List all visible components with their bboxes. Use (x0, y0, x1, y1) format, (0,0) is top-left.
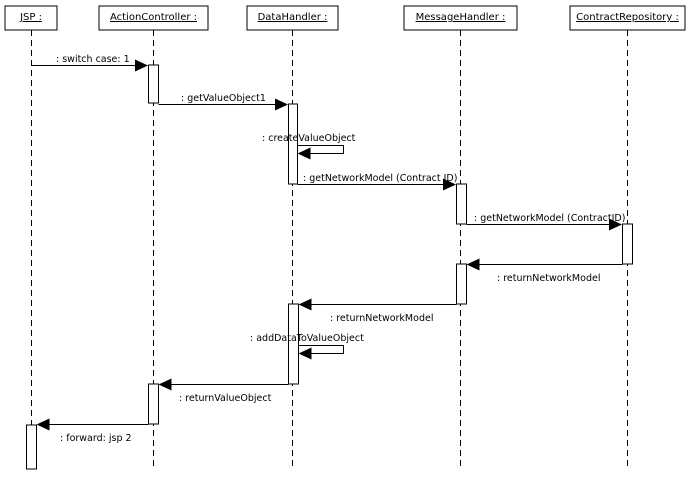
activation-bar (148, 64, 159, 104)
message-label-return-network-model-2: : returnNetworkModel (330, 313, 434, 324)
message-arrow-create-value-object (297, 145, 344, 154)
arrowhead (609, 218, 622, 231)
message-label-forward: : forward: jsp 2 (60, 433, 132, 444)
message-label-switch-case: : switch case: 1 (56, 54, 130, 65)
lifeline-label-data-handler: DataHandler : (257, 12, 328, 23)
message-arrow-add-data-to-value-object (298, 345, 344, 354)
activation-bar (622, 223, 633, 265)
lifeline-label-jsp: JSP : (20, 12, 42, 23)
lifeline-label-message-handler: MessageHandler : (415, 12, 506, 23)
message-label-get-network-model-1: : getNetworkModel (Contract ID) (303, 173, 458, 184)
arrowhead (298, 298, 312, 311)
arrowhead (275, 98, 288, 111)
lifeline-head-action-controller[interactable] (98, 5, 209, 31)
activation-bar (288, 303, 299, 385)
message-label-get-value-object: : getValueObject1 (181, 93, 266, 104)
activation-bar (26, 424, 37, 470)
arrowhead (36, 418, 50, 431)
message-label-add-data-to-value-object: : addDataToValueObject (250, 333, 364, 344)
activation-bar (456, 183, 467, 225)
lifeline-head-message-handler[interactable] (403, 5, 518, 31)
message-label-return-network-model-1: : returnNetworkModel (497, 273, 601, 284)
activation-bar (148, 383, 159, 425)
message-label-return-value-object: : returnValueObject (179, 393, 272, 404)
lifeline-label-action-controller: ActionController : (109, 12, 198, 23)
lifeline-head-jsp[interactable] (4, 5, 58, 31)
activation-bar (456, 263, 467, 305)
lifeline-label-contract-repository: ContractRepository : (576, 12, 679, 23)
arrowhead (158, 378, 172, 391)
message-label-get-network-model-2: : getNetworkModel (ContractID) (474, 213, 626, 224)
arrowhead (443, 178, 456, 191)
arrowhead (135, 59, 148, 72)
arrowhead (298, 347, 312, 360)
arrowhead (297, 147, 311, 160)
activation-bar (288, 103, 298, 185)
arrowhead (466, 258, 480, 271)
message-label-create-value-object: : createValueObject (262, 133, 356, 144)
